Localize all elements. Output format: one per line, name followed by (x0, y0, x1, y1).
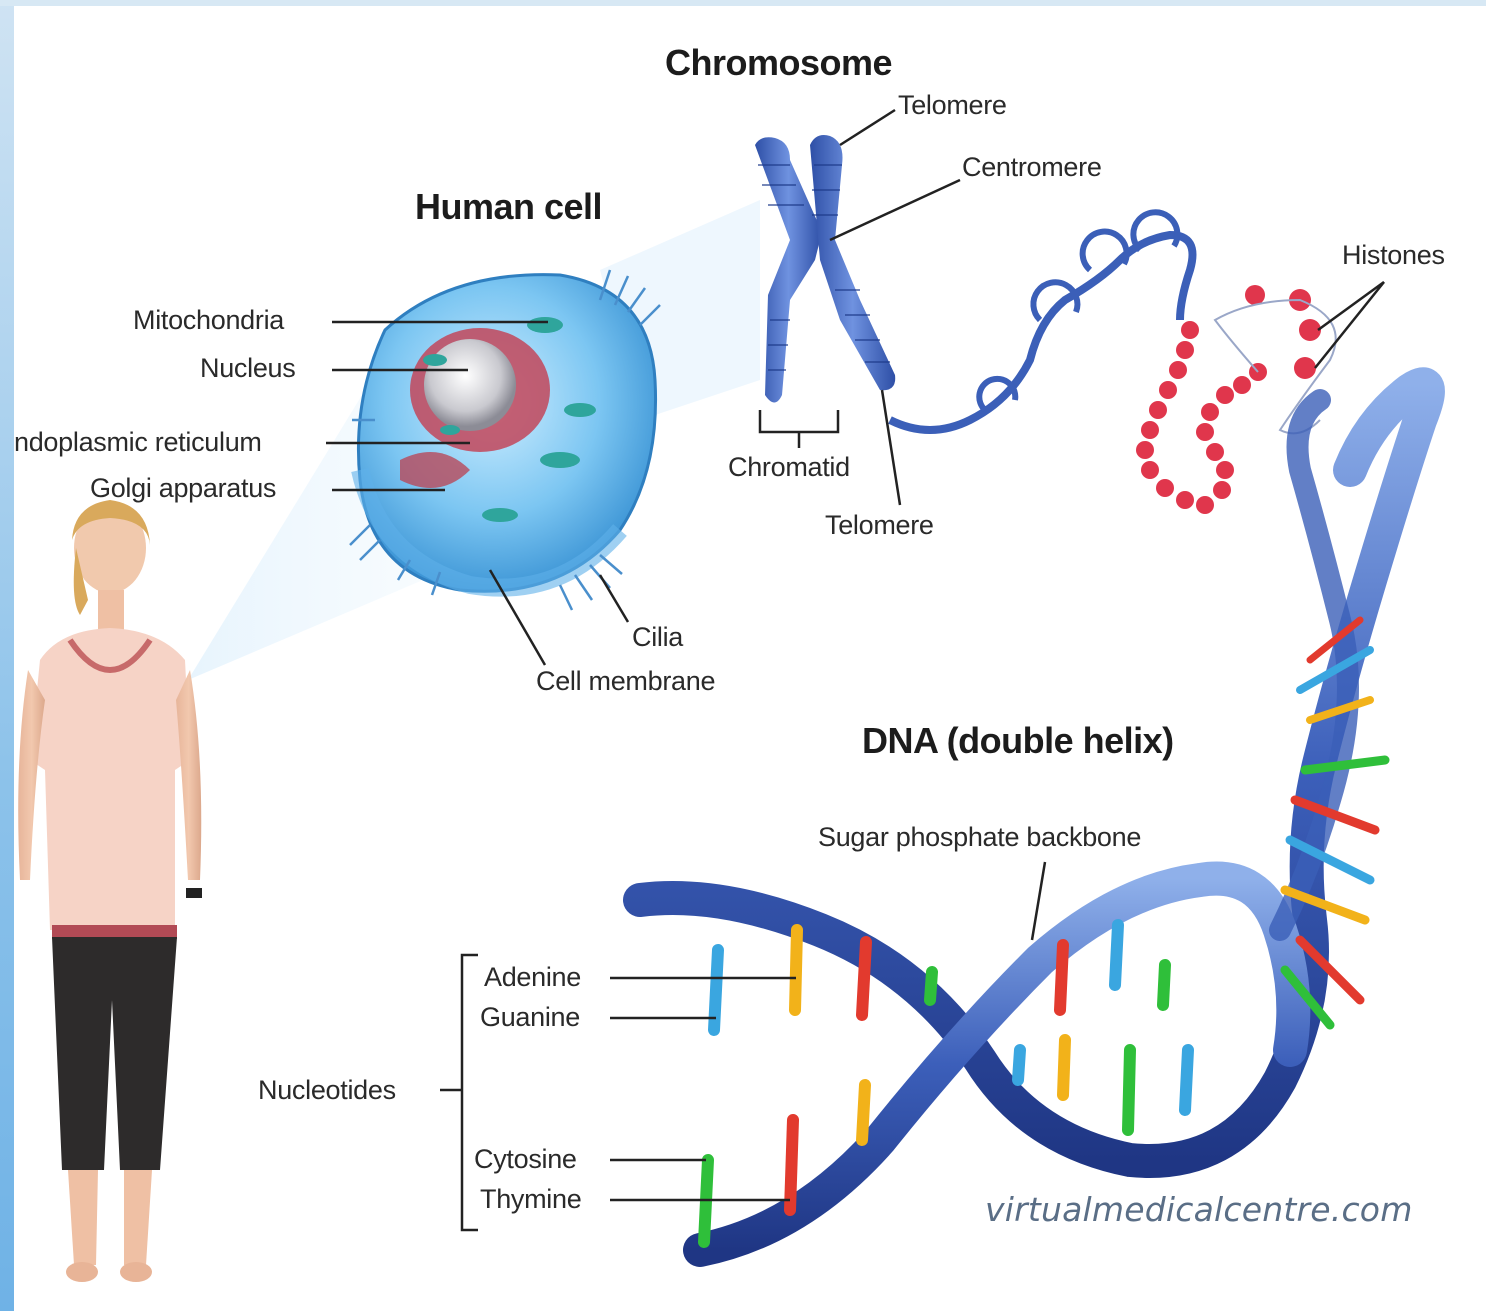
label-nucleus: Nucleus (200, 353, 295, 384)
label-histones: Histones (1342, 240, 1445, 271)
label-cytosine: Cytosine (474, 1144, 577, 1175)
human-cell-title: Human cell (415, 186, 602, 228)
label-nucleotides: Nucleotides (258, 1075, 396, 1106)
chromatin-coil (890, 212, 1193, 430)
label-endoplasmic-reticulum: ndoplasmic reticulum (14, 427, 262, 458)
label-cilia: Cilia (632, 622, 683, 653)
label-golgi-apparatus: Golgi apparatus (90, 473, 276, 504)
label-chromatid: Chromatid (728, 452, 850, 483)
label-thymine: Thymine (480, 1184, 581, 1215)
label-telomere-bottom: Telomere (825, 510, 934, 541)
dna-title: DNA (double helix) (862, 720, 1174, 762)
label-cell-membrane: Cell membrane (536, 666, 715, 697)
chromosome-title: Chromosome (665, 42, 892, 84)
label-sugar-phosphate-backbone: Sugar phosphate backbone (818, 822, 1141, 853)
label-telomere-top: Telomere (898, 90, 1007, 121)
dna-helix-ribbon (640, 384, 1428, 1250)
label-centromere: Centromere (962, 152, 1102, 183)
label-mitochondria: Mitochondria (133, 305, 284, 336)
chromosome-illustration (755, 135, 895, 402)
label-adenine: Adenine (484, 962, 581, 993)
human-figure (18, 500, 202, 1282)
label-guanine: Guanine (480, 1002, 580, 1033)
watermark-logo: virtualmedicalcentre.com (985, 1190, 1413, 1229)
leader-lines (326, 110, 1384, 1230)
